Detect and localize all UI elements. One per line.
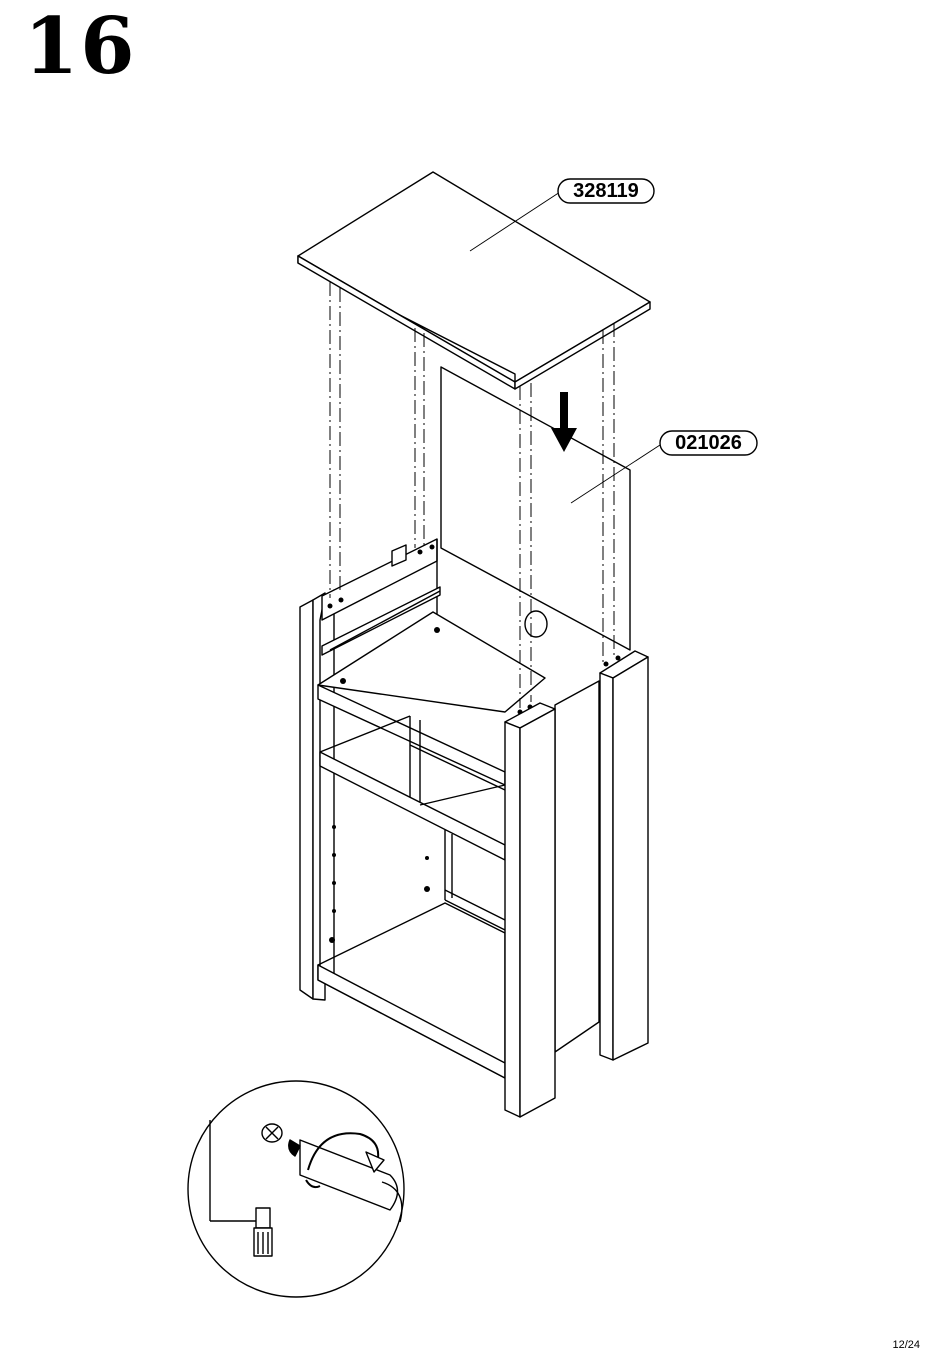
top-board	[298, 172, 650, 389]
part-label-021026: 021026	[660, 432, 757, 454]
back-panel	[441, 367, 630, 650]
detail-inset	[188, 1081, 404, 1297]
part-label-328119: 328119	[558, 180, 654, 202]
page-number: 12/24	[892, 1339, 920, 1351]
